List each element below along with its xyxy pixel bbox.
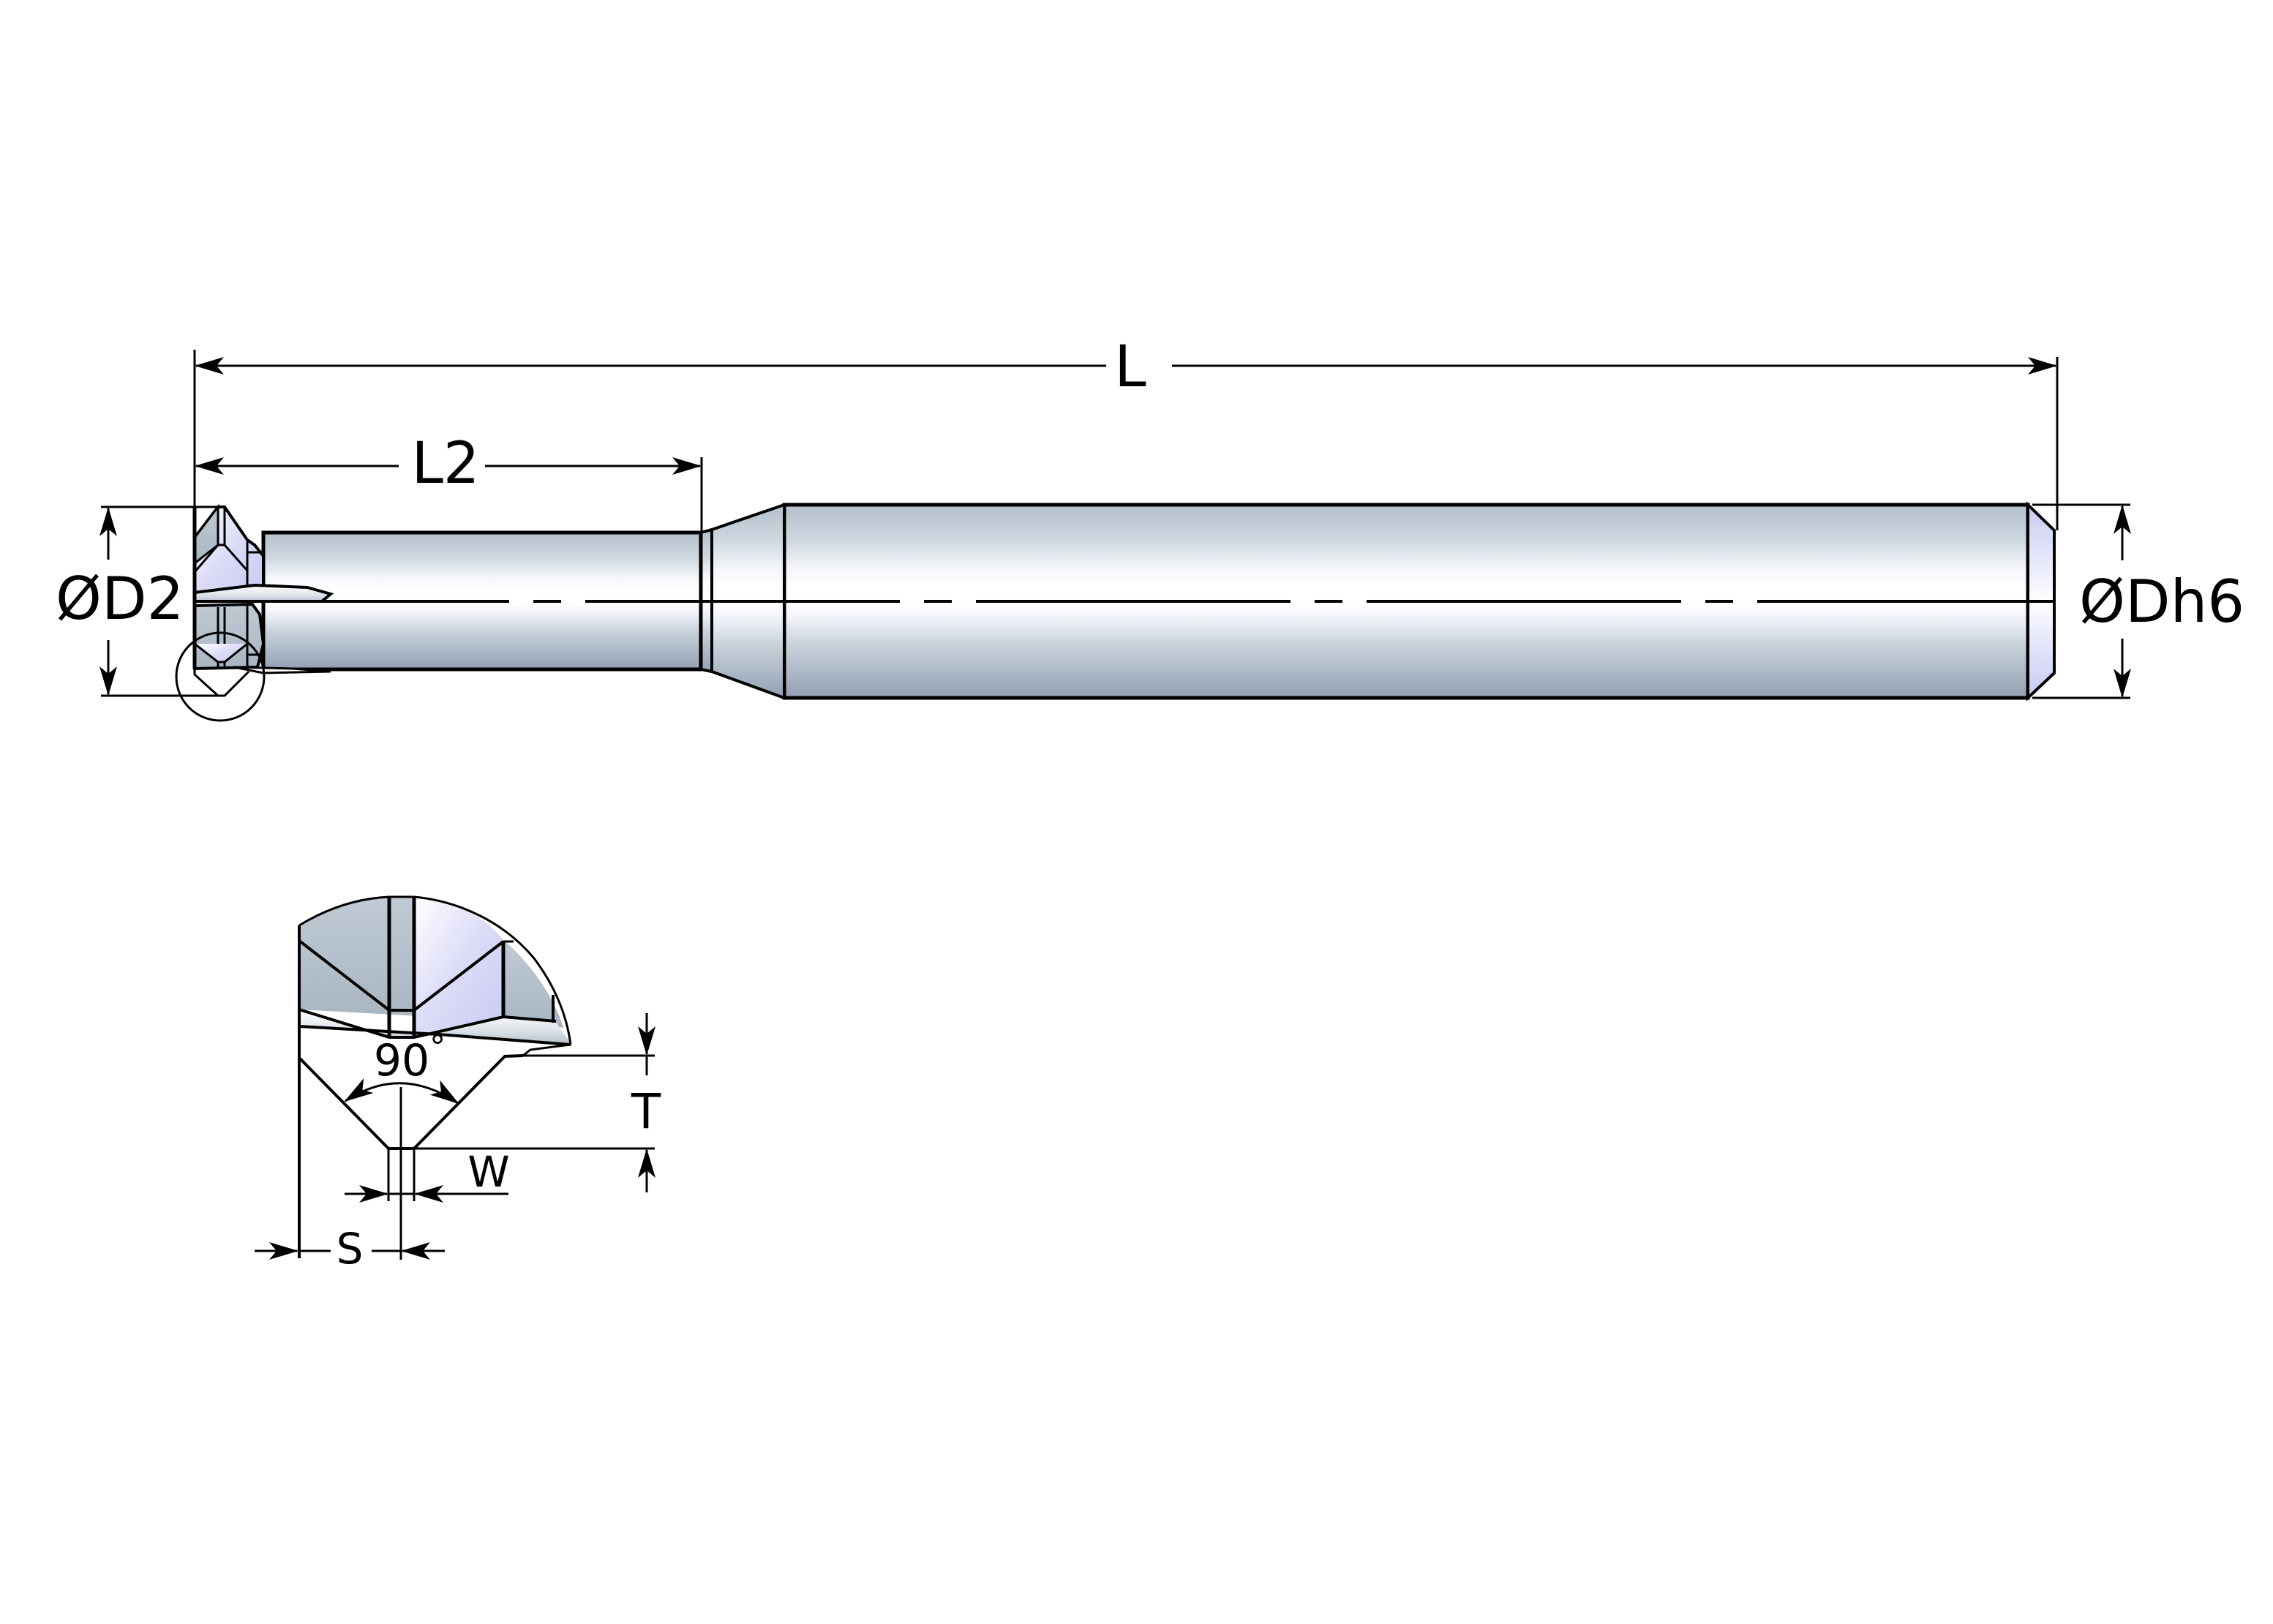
detail-marker-circle <box>175 631 266 722</box>
dimension-label-D2: ØD2 <box>56 565 184 633</box>
dimension-Dh6: ØDh6 <box>2032 503 2244 699</box>
dimension-S: S <box>255 1224 445 1274</box>
angle-label: 90° <box>374 1029 446 1086</box>
diameter-symbol: Ø <box>2079 568 2125 636</box>
dimension-label-L2: L2 <box>411 431 479 497</box>
dimension-label-T: T <box>631 1083 661 1140</box>
dimension-L2: L2 <box>195 431 703 533</box>
dimension-angle: 90° <box>344 1029 459 1105</box>
dimension-W: W <box>345 1147 510 1203</box>
diameter-symbol: Ø <box>56 565 102 633</box>
dimension-D2: ØD2 <box>56 505 223 697</box>
detail-view: 90° T W S <box>255 895 661 1274</box>
dimension-label-W: W <box>467 1147 509 1197</box>
detail-tooth-render <box>298 895 572 1057</box>
dimension-label-S: S <box>337 1224 364 1274</box>
dimension-L: L <box>193 334 2059 530</box>
dimension-label-L: L <box>1114 334 1146 400</box>
dimension-label-Dh6: ØDh6 <box>2079 568 2244 636</box>
dimension-T: T <box>414 1013 661 1192</box>
main-view <box>175 501 2056 722</box>
